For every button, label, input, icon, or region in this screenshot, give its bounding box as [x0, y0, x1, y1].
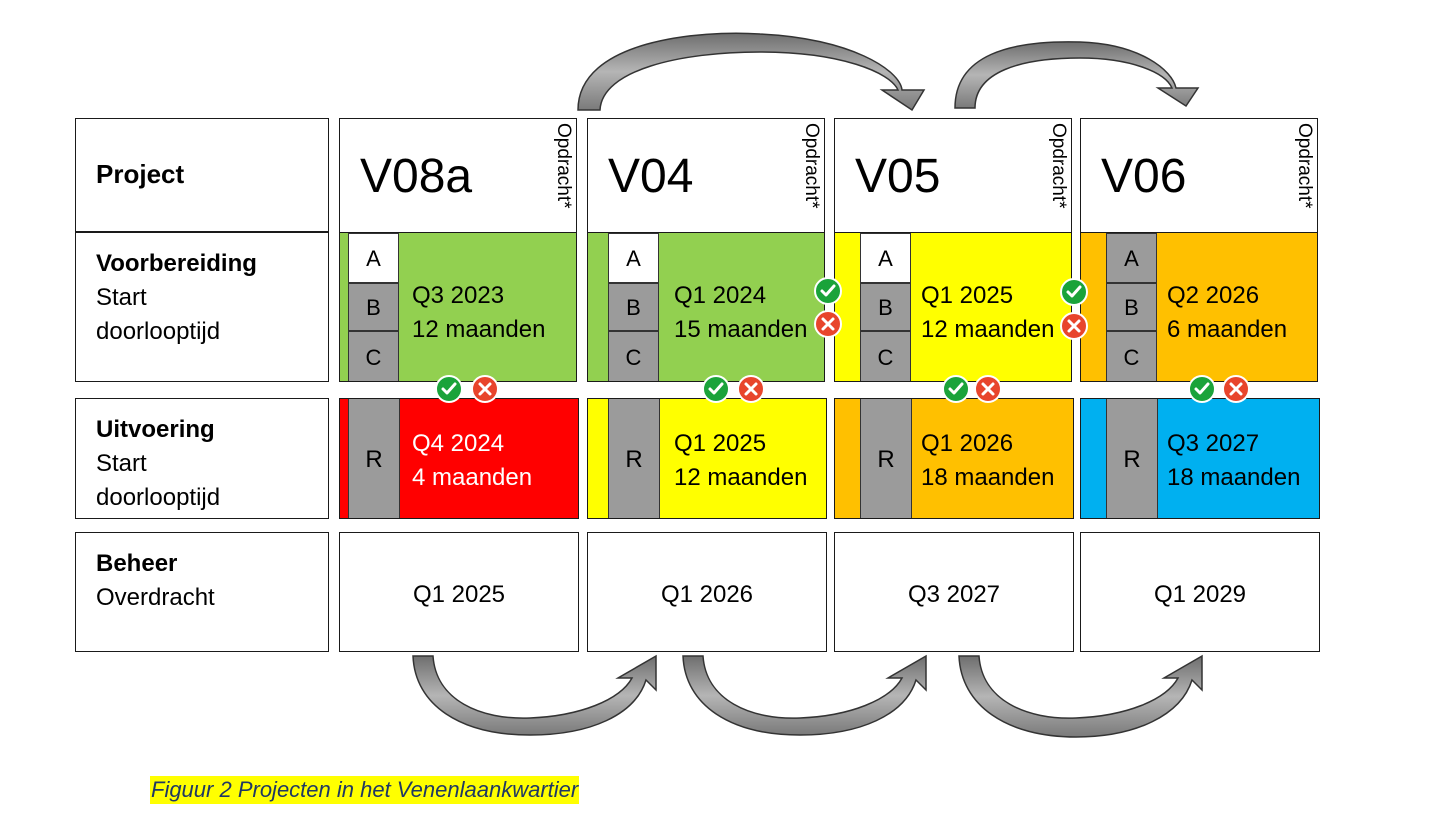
voor-start: Q2 2026: [1167, 282, 1260, 309]
voorbereiding-v04: A B C Q1 2024 15 maanden: [587, 232, 825, 382]
phase-b: B: [1106, 283, 1157, 331]
opdracht-label: Opdracht*: [553, 123, 574, 209]
beheer-label: Beheer: [96, 550, 178, 577]
uit-start: Q4 2024: [412, 430, 505, 457]
overdracht-value: Q1 2029: [1153, 581, 1247, 608]
uit-duur: 18 maanden: [921, 464, 1055, 491]
project-code: V04: [608, 150, 694, 203]
bottom-arrow-1: [412, 654, 657, 736]
beheer-v06: Q1 2029: [1080, 532, 1320, 652]
phase-r: R: [348, 399, 400, 518]
project-header-v05: V05 Opdracht*: [834, 118, 1072, 234]
phase-r: R: [1106, 399, 1158, 518]
row-label-project: Project: [75, 118, 329, 232]
voor-duur: 12 maanden: [921, 316, 1055, 343]
voorbereiding-label: Voorbereiding: [96, 250, 257, 277]
voorbereiding-start-label: Start: [96, 284, 147, 311]
uit-duur: 18 maanden: [1167, 464, 1301, 491]
row-label-voorbereiding: Voorbereiding Start doorlooptijd: [75, 232, 329, 382]
uit-duur: 4 maanden: [412, 464, 533, 491]
voor-duur: 12 maanden: [412, 316, 546, 343]
phase-a: A: [608, 233, 659, 283]
uitvoering-v05: R Q1 2026 18 maanden: [834, 398, 1074, 519]
voorbereiding-duur-label: doorlooptijd: [96, 318, 221, 345]
voor-start: Q1 2025: [921, 282, 1014, 309]
voor-duur: 15 maanden: [674, 316, 808, 343]
phase-c: C: [860, 331, 911, 381]
phase-a: A: [860, 233, 911, 283]
top-arrow-1: [577, 32, 926, 112]
beheer-v05: Q3 2027: [834, 532, 1074, 652]
figure-caption: Figuur 2 Projecten in het Venenlaankwart…: [150, 776, 580, 804]
uit-start: Q1 2026: [921, 430, 1014, 457]
opdracht-label: Opdracht*: [1048, 123, 1069, 209]
beheer-v04: Q1 2026: [587, 532, 827, 652]
project-code: V08a: [360, 150, 473, 203]
beheer-v08a: Q1 2025: [339, 532, 579, 652]
bottom-arrow-2: [682, 654, 927, 736]
overdracht-value: Q1 2026: [660, 581, 754, 608]
phase-r: R: [608, 399, 660, 518]
voor-start: Q3 2023: [412, 282, 505, 309]
voorbereiding-v05: A B C Q1 2025 12 maanden: [834, 232, 1072, 382]
phase-b: B: [608, 283, 659, 331]
phase-c: C: [1106, 331, 1157, 381]
uitvoering-v08a: R Q4 2024 4 maanden: [339, 398, 579, 519]
voor-duur: 6 maanden: [1167, 316, 1288, 343]
bottom-arrow-3: [958, 654, 1203, 738]
phase-a: A: [1106, 233, 1157, 283]
uit-start: Q1 2025: [674, 430, 767, 457]
phase-a: A: [348, 233, 399, 283]
uitvoering-v04: R Q1 2025 12 maanden: [587, 398, 827, 519]
voorbereiding-v08a: A B C Q3 2023 12 maanden: [339, 232, 577, 382]
row-label-uitvoering: Uitvoering Start doorlooptijd: [75, 398, 329, 519]
uitvoering-v06: R Q3 2027 18 maanden: [1080, 398, 1320, 519]
opdracht-label: Opdracht*: [801, 123, 822, 209]
uitvoering-start-label: Start: [96, 450, 147, 477]
uit-duur: 12 maanden: [674, 464, 808, 491]
phase-c: C: [608, 331, 659, 381]
uitvoering-label: Uitvoering: [96, 416, 215, 443]
phase-c: C: [348, 331, 399, 381]
project-label: Project: [96, 159, 185, 189]
uitvoering-duur-label: doorlooptijd: [96, 484, 221, 511]
opdracht-label: Opdracht*: [1294, 123, 1315, 209]
project-code: V05: [855, 150, 941, 203]
voor-start: Q1 2024: [674, 282, 767, 309]
project-header-v04: V04 Opdracht*: [587, 118, 825, 234]
voorbereiding-v06: A B C Q2 2026 6 maanden: [1080, 232, 1318, 382]
beheer-overdracht-label: Overdracht: [96, 584, 215, 611]
row-label-beheer: Beheer Overdracht: [75, 532, 329, 652]
overdracht-value: Q3 2027: [907, 581, 1001, 608]
uit-start: Q3 2027: [1167, 430, 1260, 457]
project-code: V06: [1101, 150, 1187, 203]
phase-r: R: [860, 399, 912, 518]
phase-b: B: [348, 283, 399, 331]
top-arrow-2: [954, 41, 1200, 109]
overdracht-value: Q1 2025: [412, 581, 506, 608]
phase-b: B: [860, 283, 911, 331]
project-header-v08a: V08a Opdracht*: [339, 118, 577, 234]
project-header-v06: V06 Opdracht*: [1080, 118, 1318, 234]
